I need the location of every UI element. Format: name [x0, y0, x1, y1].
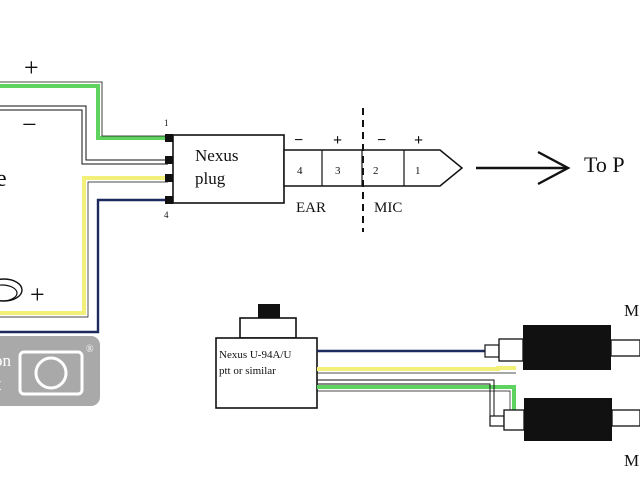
mic-label: MIC	[374, 200, 402, 216]
nexus-plug-line1: Nexus	[195, 146, 238, 165]
jack-segment-2: 2	[373, 165, 379, 177]
registered-mark: ®	[86, 344, 94, 355]
ptt-white-wire	[317, 379, 495, 418]
ear-label: EAR	[296, 200, 326, 216]
jack-polarity-1: +	[414, 132, 423, 149]
left-top-plus: +	[24, 53, 39, 82]
jack-polarity-4: −	[294, 132, 303, 149]
green-wire-top	[0, 81, 168, 140]
watermark-text: on	[0, 351, 12, 370]
right-label-top: M	[624, 301, 639, 320]
pin-2-connector	[165, 156, 173, 164]
ptt-box-line1: Nexus U-94A/U	[219, 349, 291, 361]
jack-segment-4: 4	[297, 165, 303, 177]
jack-polarity-3: +	[333, 132, 342, 149]
ptt-box-line2: ptt or similar	[219, 365, 276, 377]
mini-plug-top	[484, 325, 640, 370]
left-cut-letter: e	[0, 166, 7, 192]
ptt-button-base	[239, 317, 297, 339]
watermark-text-2: t	[0, 374, 2, 395]
pin-3-connector	[165, 174, 173, 182]
watermark-logo: on t ®	[0, 336, 100, 406]
white-wire-top	[0, 105, 168, 165]
left-bottom-plus: +	[30, 280, 45, 309]
ptt-green-wire	[317, 385, 524, 421]
pin-label-1: 1	[164, 118, 169, 128]
ptt-button-cap	[258, 304, 280, 320]
pin-4-connector	[165, 196, 173, 204]
audio-jack	[283, 149, 464, 187]
mini-plug-bottom	[489, 398, 640, 441]
ptt-yellow-wire	[317, 366, 516, 374]
cable-loop-icon	[0, 278, 23, 302]
ptt-box	[215, 337, 318, 409]
yellow-wire	[0, 176, 168, 318]
camera-icon	[18, 350, 84, 396]
arrow-right-icon	[476, 150, 571, 186]
right-label-bottom: M	[624, 451, 639, 470]
jack-segment-1: 1	[415, 165, 421, 177]
jack-polarity-2: −	[377, 132, 386, 149]
pin-label-4: 4	[164, 210, 169, 220]
nexus-plug-line2: plug	[195, 169, 226, 188]
left-top-minus: −	[22, 110, 37, 139]
navy-wire	[0, 198, 168, 334]
jack-segment-3: 3	[335, 165, 341, 177]
arrow-destination-label: To P	[584, 152, 625, 177]
pin-1-connector	[165, 134, 173, 142]
